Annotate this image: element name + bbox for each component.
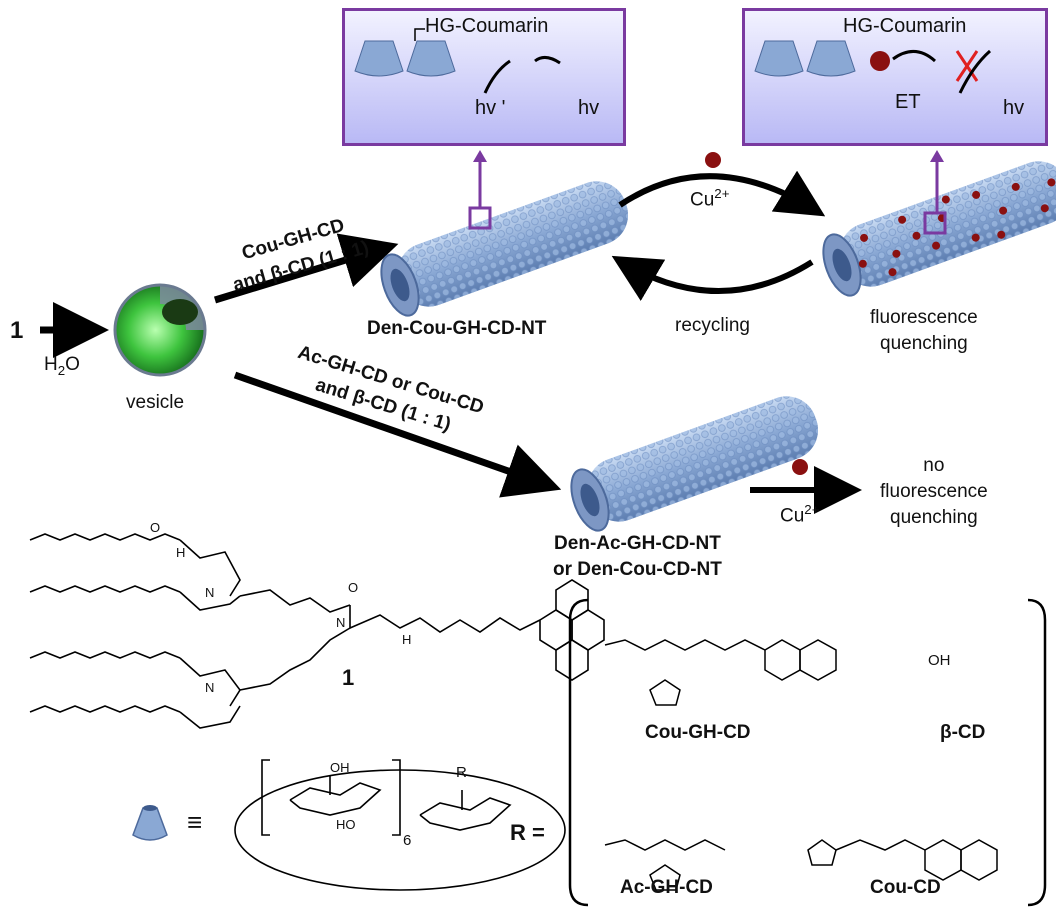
cd-r-substituent: R	[456, 764, 467, 781]
inset-quenched: HG-Coumarin ET hv	[742, 8, 1048, 146]
dendron-h-atom-1: H	[176, 545, 186, 560]
upper-formation-arrow	[213, 233, 399, 304]
lower-formation-arrow	[233, 371, 562, 498]
cd-structure	[234, 759, 566, 891]
nanotube-upper	[380, 181, 629, 317]
copper-ion-icon	[705, 152, 721, 168]
r-group-bracket-left	[568, 598, 589, 907]
dendron-number: 1	[342, 665, 355, 690]
cycle-ion-label: Cu2+	[690, 186, 729, 211]
lower-ion-label: Cu2+	[780, 502, 819, 527]
dendron-n-atom-3: N	[336, 615, 346, 630]
cycle-forward-arrow	[618, 170, 826, 217]
nanotube-lower-label: Den-Ac-GH-CD-NT or Den-Cou-CD-NT	[553, 531, 722, 583]
dendron-o-atom-1: O	[150, 520, 161, 535]
nanotube-quenched	[822, 161, 1056, 297]
solvent-h: H	[44, 354, 58, 375]
solvent-sub: 2	[57, 362, 66, 378]
r-group-name-ac-gh-cd: Ac-GH-CD	[620, 877, 713, 898]
nanotube-lower-line1: Den-Ac-GH-CD-NT	[554, 533, 721, 554]
inset-left-graphic	[354, 28, 561, 94]
quenching-line1: fluorescence	[870, 307, 978, 328]
dendron-o-atom-2: O	[348, 580, 359, 595]
r-equals-label: R =	[510, 820, 545, 845]
cd-cone-icon	[132, 807, 168, 841]
lower-ion-sup: 2+	[804, 502, 820, 517]
zoom-arrowhead-upper	[473, 150, 487, 162]
quenching-label: fluorescence quenching	[870, 305, 978, 357]
solvent-label: H2O	[44, 354, 80, 378]
cycle-ion-main: Cu	[690, 189, 715, 211]
inset-left-excitation: hv	[578, 97, 600, 119]
dendron-h-atom-2: H	[402, 632, 412, 647]
nanotube-lower	[570, 396, 819, 532]
cycle-back-arrow	[611, 255, 814, 301]
nanotube-upper-label: Den-Cou-GH-CD-NT	[367, 318, 547, 339]
inset-right-excitation: hv	[1003, 97, 1025, 119]
cd-ho-label: HO	[336, 817, 356, 832]
beta-cd-oh-group: OH	[928, 652, 951, 669]
no-quenching-line3: quenching	[890, 507, 978, 528]
cd-equivalence: ≡	[187, 807, 203, 837]
cycle-ion-sup: 2+	[714, 186, 730, 201]
quenching-line2: quenching	[880, 333, 968, 354]
inset-right-graphic	[754, 40, 991, 94]
no-quenching-line1: no	[923, 455, 945, 476]
r-group-name-beta-cd: β-CD	[940, 722, 986, 743]
inset-left-emission: hv '	[475, 97, 506, 119]
solvent-o: O	[65, 354, 80, 375]
cd-repeat-count: 6	[403, 832, 412, 849]
compound-number: 1	[10, 317, 24, 344]
vesicle-label: vesicle	[126, 392, 185, 413]
no-quenching-label: no fluorescence quenching	[880, 453, 988, 531]
nanotube-lower-line2: or Den-Cou-CD-NT	[553, 559, 722, 580]
r-group-bracket-right	[1027, 598, 1047, 907]
inset-right-title: HG-Coumarin	[843, 15, 967, 37]
copper-ion-lower-icon	[792, 459, 808, 475]
r-group-structures	[604, 639, 998, 891]
cd-oh-label: OH	[330, 760, 350, 775]
r-group-name-cou-gh-cd: Cou-GH-CD	[645, 722, 751, 743]
inset-left-title: HG-Coumarin	[425, 15, 549, 37]
r-group-name-cou-cd: Cou-CD	[870, 877, 941, 898]
dendron-structure	[29, 533, 605, 729]
zoom-arrowhead-quenched	[930, 150, 944, 162]
inset-right-transfer: ET	[895, 91, 921, 113]
zoom-box-quenched	[923, 211, 947, 235]
dendron-n-atom-2: N	[205, 680, 215, 695]
lower-ion-main: Cu	[780, 505, 805, 527]
dendron-n-atom-1: N	[205, 585, 215, 600]
no-quenching-line2: fluorescence	[880, 481, 988, 502]
vesicle-graphic	[113, 283, 207, 377]
recycling-label: recycling	[675, 315, 750, 336]
inset-fluorescent: HG-Coumarin hv ' hv	[342, 8, 626, 146]
